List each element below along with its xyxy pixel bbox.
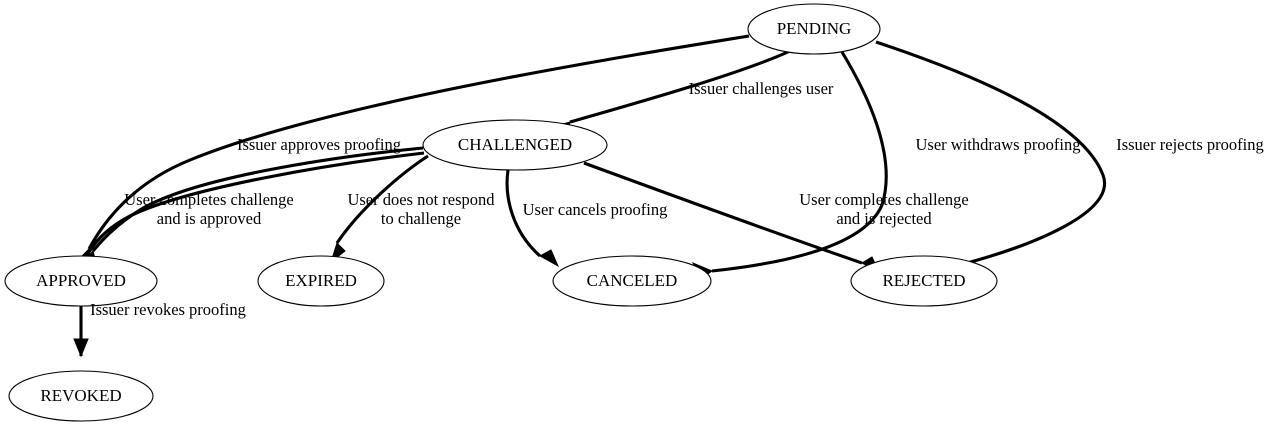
- edge-label-line: and is rejected: [836, 209, 932, 228]
- node-ellipse-revoked[interactable]: [8, 370, 154, 422]
- edge-line: [335, 154, 429, 244]
- node-ellipse-expired[interactable]: [257, 255, 385, 307]
- node-ellipse-approved[interactable]: [4, 255, 158, 307]
- node-ellipse-canceled[interactable]: [552, 255, 712, 307]
- edge-label-line: and is approved: [157, 209, 262, 228]
- nodes-layer: PENDING CHALLENGED APPROVED EXPIRED CANCELED…: [4, 3, 998, 422]
- node-expired[interactable]: EXPIRED: [257, 255, 385, 307]
- edge-label-pending-canceled: User withdraws proofing: [916, 135, 1081, 154]
- edge-line: [505, 169, 542, 258]
- node-revoked[interactable]: REVOKED: [8, 370, 154, 422]
- arrowhead-icon: [73, 338, 89, 358]
- node-pending[interactable]: PENDING: [747, 3, 881, 55]
- edge-label-line: to challenge: [381, 209, 461, 228]
- edge-challenged-expired: [330, 154, 429, 264]
- edge-approved-revoked: [73, 306, 89, 358]
- edge-line: [87, 34, 750, 250]
- edge-line: [91, 146, 424, 252]
- edge-challenged-approved-2: [77, 146, 424, 267]
- edge-challenged-canceled: [505, 169, 560, 268]
- node-ellipse-rejected[interactable]: [850, 255, 998, 307]
- node-approved[interactable]: APPROVED: [4, 255, 158, 307]
- edge-line: [569, 49, 791, 124]
- edge-line: [583, 161, 863, 265]
- edge-pending-rejected: [875, 40, 1107, 276]
- edge-line: [875, 40, 1107, 265]
- edge-label-challenged-approved: Issuer approves proofing: [237, 135, 401, 154]
- node-ellipse-pending[interactable]: [747, 3, 881, 55]
- edge-challenged-approved: [73, 151, 425, 267]
- node-rejected[interactable]: REJECTED: [850, 255, 998, 307]
- edge-label-pending-rejected: Issuer rejects proofing: [1116, 135, 1264, 154]
- edge-label-challenged-canceled: User cancels proofing: [523, 200, 668, 219]
- arrowhead-icon: [538, 249, 560, 268]
- node-ellipse-challenged[interactable]: [422, 119, 608, 171]
- node-challenged[interactable]: CHALLENGED: [422, 119, 608, 171]
- edge-line: [87, 151, 425, 253]
- node-canceled[interactable]: CANCELED: [552, 255, 712, 307]
- edge-pending-canceled: [691, 51, 888, 279]
- edges-layer: [72, 34, 1107, 358]
- edge-line: [711, 51, 888, 273]
